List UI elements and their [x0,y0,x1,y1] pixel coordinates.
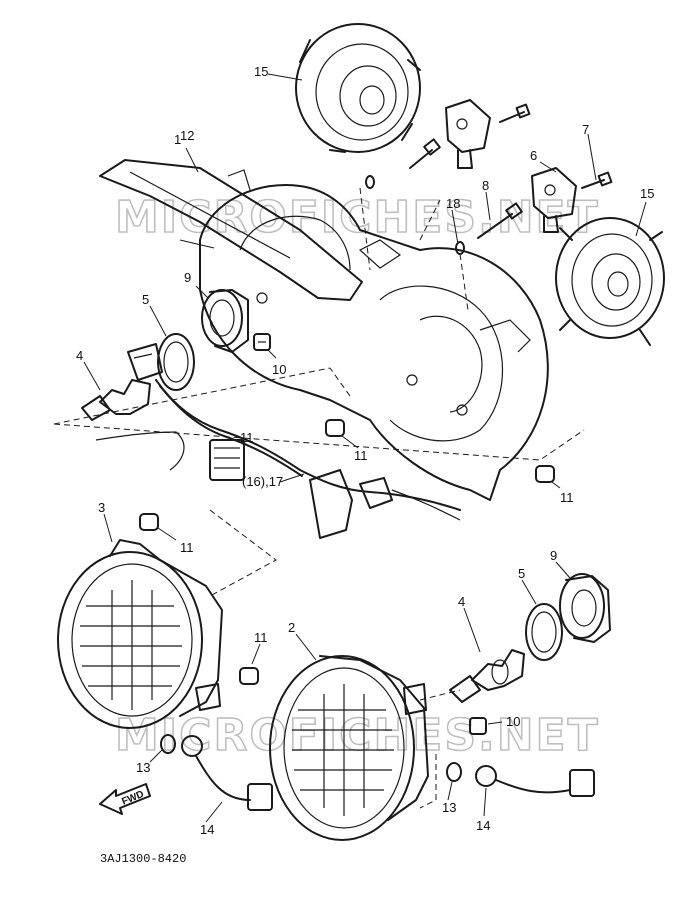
part-6-brackets [445,99,577,233]
callout-12: 12 [180,128,194,143]
watermark-top: MICROFICHES.NET [115,192,600,243]
callout-11-b: 11 [560,490,574,505]
callout-7: 7 [582,122,589,137]
part-5-upper-seal [157,333,195,391]
callout-11-d: 11 [254,630,268,645]
callout-4-lower: 4 [458,594,465,609]
diagram-code: 3AJ1300-8420 [100,852,186,866]
callout-2: 2 [288,620,295,635]
callout-3: 3 [98,500,105,515]
part-4-upper-bulb [81,343,163,421]
callout-1: 1 [174,132,181,147]
part-16-17-wire-harness [95,379,461,539]
assembly-guide-lines [53,187,585,809]
part-9-lower-socket [559,573,611,643]
callout-8: 8 [482,178,489,193]
part-4-lower-bulb [449,649,525,703]
part-14-sockets [181,735,595,811]
part-11-grommets [139,419,555,685]
callout-16-17: (16),17 [242,474,283,489]
callout-11-a: 11 [354,448,368,463]
part-13-bulbs [160,734,462,782]
callout-11-c: 11 [180,540,194,555]
callouts: 1 2 3 4 4 5 5 6 7 8 9 9 10 10 11 11 11 1… [76,64,654,837]
part-5-lower-seal [525,603,563,661]
callout-14-right: 14 [476,818,490,833]
part-10-lower-grommet [469,717,487,735]
callout-18: 18 [446,196,460,211]
part-10-upper-grommet [253,333,271,351]
callout-5-lower: 5 [518,566,525,581]
part-15-top-reflector [295,23,421,153]
callout-9-lower: 9 [550,548,557,563]
callout-4-upper: 4 [76,348,83,363]
callout-13-right: 13 [442,800,456,815]
callout-10-upper: 10 [272,362,286,377]
callout-15-top: 15 [254,64,268,79]
callout-5-upper: 5 [142,292,149,307]
part-7-bolts [499,103,613,189]
part-3-headlight-left [57,539,223,729]
callout-15-right: 15 [640,186,654,201]
part-12-trim-strip [99,159,363,301]
callout-6: 6 [530,148,537,163]
part-8-screws [409,138,523,239]
callout-13-left: 13 [136,760,150,775]
part-1-housing [199,169,549,501]
callout-14-left: 14 [200,822,214,837]
watermark-bottom: MICROFICHES.NET [115,710,600,761]
leader-lines [83,73,647,823]
callout-11-e: 11 [240,430,254,445]
part-2-headlight-right [269,655,429,841]
callout-10-lower: 10 [506,714,520,729]
part-9-upper-socket [201,289,249,353]
part-15-right-reflector [555,217,665,346]
callout-9-upper: 9 [184,270,191,285]
forward-arrow-icon: FWD [99,783,151,815]
